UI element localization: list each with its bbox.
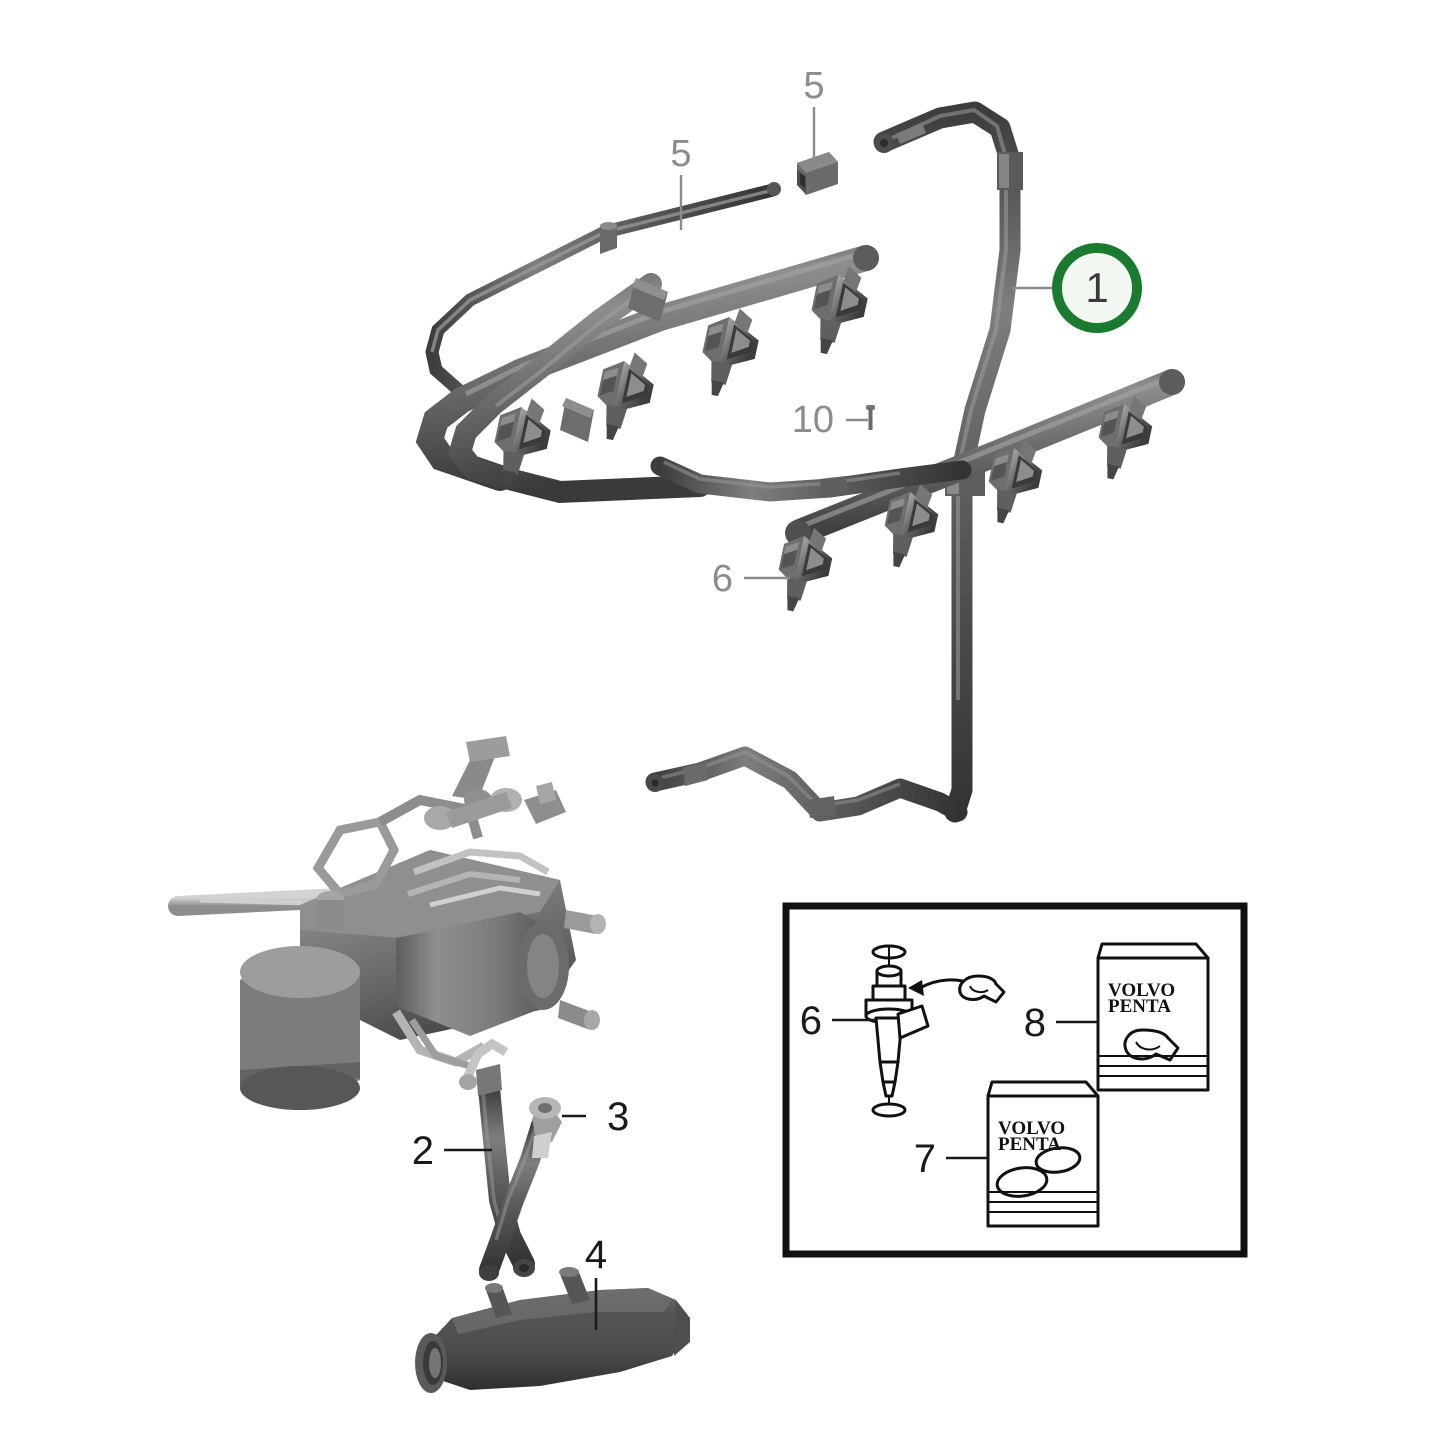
callout-label-1: 1 [1085,264,1108,311]
o-ring-kit-box: VOLVO PENTA [986,1080,1100,1228]
callout-label-6a: 6 [712,558,733,600]
callout-1-highlighted[interactable]: 1 [1012,243,1142,333]
brand-text-8b: PENTA [1108,996,1171,1017]
callout-label-5a: 5 [670,133,691,175]
callout-label-4: 4 [585,1233,607,1277]
upper-rail-assembly [415,152,879,504]
callout-label-2: 2 [412,1129,434,1173]
callout-7-o-ring-kit[interactable]: 7 [914,1137,988,1181]
callout-4-intake-pipe[interactable]: 4 [585,1233,607,1330]
callout-8-clip-kit[interactable]: 8 [1024,1001,1098,1045]
callout-10-retaining-pin[interactable]: 10 [792,399,868,441]
fuel-pump-filter-assembly [168,736,606,1110]
callout-label-7: 7 [914,1137,936,1181]
lower-branch-hose [645,746,968,822]
callout-3-hose-fitting[interactable]: 3 [562,1095,629,1139]
intake-pipe-part [415,1267,690,1393]
callout-label-6b: 6 [800,999,822,1043]
clip-kit-box: VOLVO PENTA [1096,942,1210,1092]
retaining-pin-part [866,405,875,430]
callout-2-fuel-hose[interactable]: 2 [412,1129,492,1173]
callout-label-3: 3 [607,1095,629,1139]
callout-label-8: 8 [1024,1001,1046,1045]
brand-text-7a: VOLVO [998,1118,1065,1139]
callout-label-10: 10 [792,399,834,441]
callout-6-injector-main[interactable]: 6 [712,558,790,600]
injector-line-art [864,944,1006,1118]
highlight-ring[interactable] [1052,243,1142,333]
callout-label-5b: 5 [803,65,824,107]
callout-5-connector-clip[interactable]: 5 [803,65,825,160]
callout-6-injector-inset[interactable]: 6 [800,999,876,1043]
brand-text-8a: VOLVO [1108,980,1175,1001]
lower-rail-assembly [650,369,1185,618]
callout-5-fuel-line[interactable]: 5 [670,133,692,230]
connector-clip-part [797,152,838,195]
hose-assembly-2-3 [459,1038,562,1281]
